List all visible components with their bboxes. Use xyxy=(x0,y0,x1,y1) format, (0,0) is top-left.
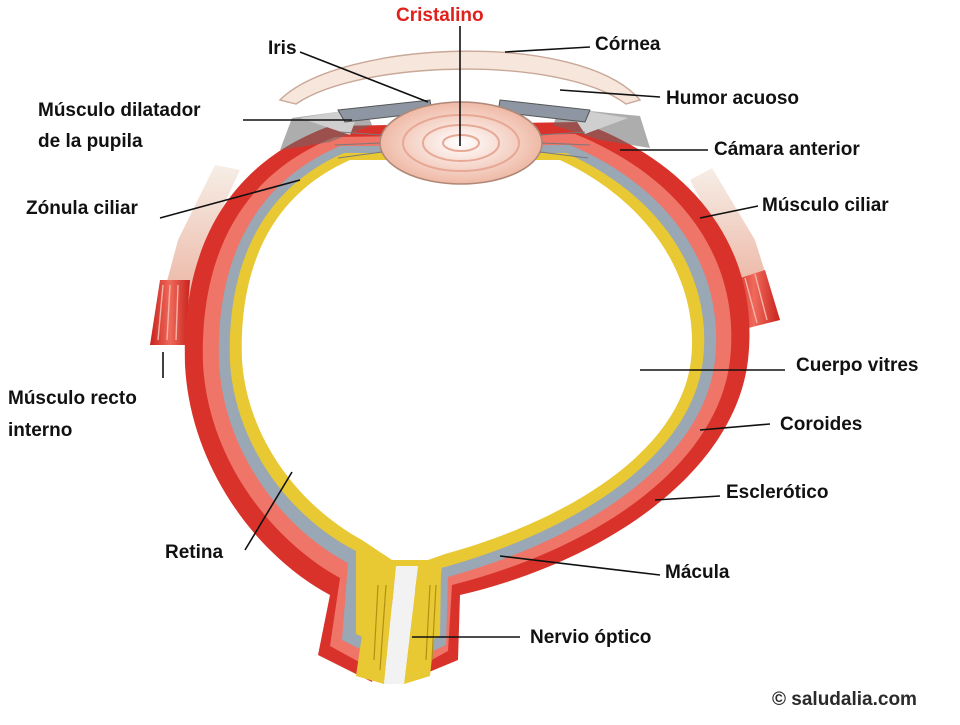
label-esclerotico: Esclerótico xyxy=(726,482,828,503)
label-camara-anterior: Cámara anterior xyxy=(714,139,860,160)
vitreous-body xyxy=(241,160,693,560)
label-macula: Mácula xyxy=(665,562,730,583)
label-de-la-pupila: de la pupila xyxy=(38,131,143,152)
lens xyxy=(379,101,543,185)
label-cornea: Córnea xyxy=(595,34,661,55)
credit-text: © saludalia.com xyxy=(772,689,917,710)
label-nervio-optico: Nervio óptico xyxy=(530,627,651,648)
label-iris: Iris xyxy=(268,38,297,59)
label-cristalino: Cristalino xyxy=(396,5,484,26)
left-rectus-muscle xyxy=(150,165,240,345)
label-musculo-dilatador: Músculo dilatador xyxy=(38,100,201,121)
leader-lines xyxy=(159,26,785,638)
optic-nerve xyxy=(356,566,442,684)
label-humor-acuoso: Humor acuoso xyxy=(666,88,799,109)
label-zonula-ciliar: Zónula ciliar xyxy=(26,198,139,219)
label-interno: interno xyxy=(8,420,72,441)
label-retina: Retina xyxy=(165,542,224,563)
label-coroides: Coroides xyxy=(780,414,862,435)
label-cuerpo-vitreo: Cuerpo vitres xyxy=(796,355,918,376)
label-musculo-ciliar: Músculo ciliar xyxy=(762,195,889,216)
label-musculo-recto: Músculo recto xyxy=(8,388,137,409)
cornea xyxy=(278,50,642,105)
zonule-fibers xyxy=(334,131,591,159)
